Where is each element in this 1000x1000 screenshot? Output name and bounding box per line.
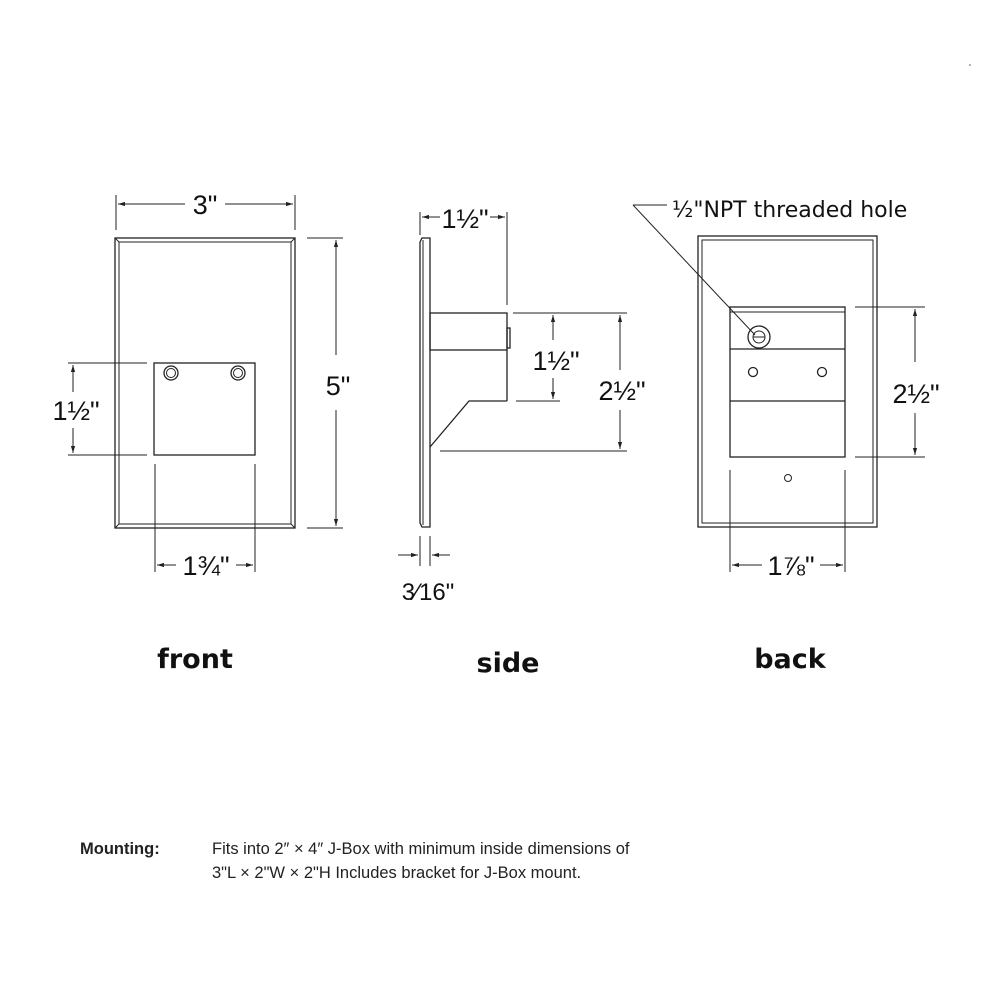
front-junction-box [153,362,256,456]
front-view-label: front [157,644,233,675]
back-plate [697,235,878,528]
side-depth-dimension: 1½" [441,204,488,234]
side-view: 1½" 1½" 2½" 3⁄16" side [398,204,646,679]
back-width-dimension: 1⅞" [767,551,814,581]
threaded-hole-icon [747,325,771,349]
back-height-dimension: 2½" [892,379,939,409]
side-plate-thickness-dimension: 3⁄16" [402,579,455,606]
mount-hole-icon [784,474,792,482]
front-box-height-dimension: 1½" [52,396,99,426]
front-box-width-dimension: 1¾" [182,551,229,581]
front-width-dimension: 3" [193,190,218,220]
side-plate [419,237,431,528]
mounting-label: Mounting: [80,840,160,858]
side-box-height-dimension: 1½" [532,346,579,376]
back-view-label: back [754,644,827,675]
back-view: ½"NPT threaded hole 2½" 1⅞" back [632,198,940,675]
mount-hole-icon [816,366,828,378]
side-bracket-height-dimension: 2½" [598,376,645,406]
side-bracket [429,400,507,448]
mounting-line-1: Fits into 2″ × 4″ J-Box with minimum ins… [212,840,630,858]
screw-hole-icon [230,365,246,381]
side-view-label: side [477,648,540,679]
side-junction-box [429,312,508,351]
screw-hole-icon [163,365,179,381]
back-junction-box [729,306,846,458]
mounting-line-2: 3"L × 2"W × 2"H Includes bracket for J-B… [212,864,582,882]
mount-hole-icon [747,366,759,378]
front-height-dimension: 5" [326,371,351,401]
npt-hole-callout: ½"NPT threaded hole [672,198,907,223]
front-view: 3" 5" 1½" 1¾" front [52,190,350,675]
front-plate [114,237,296,529]
